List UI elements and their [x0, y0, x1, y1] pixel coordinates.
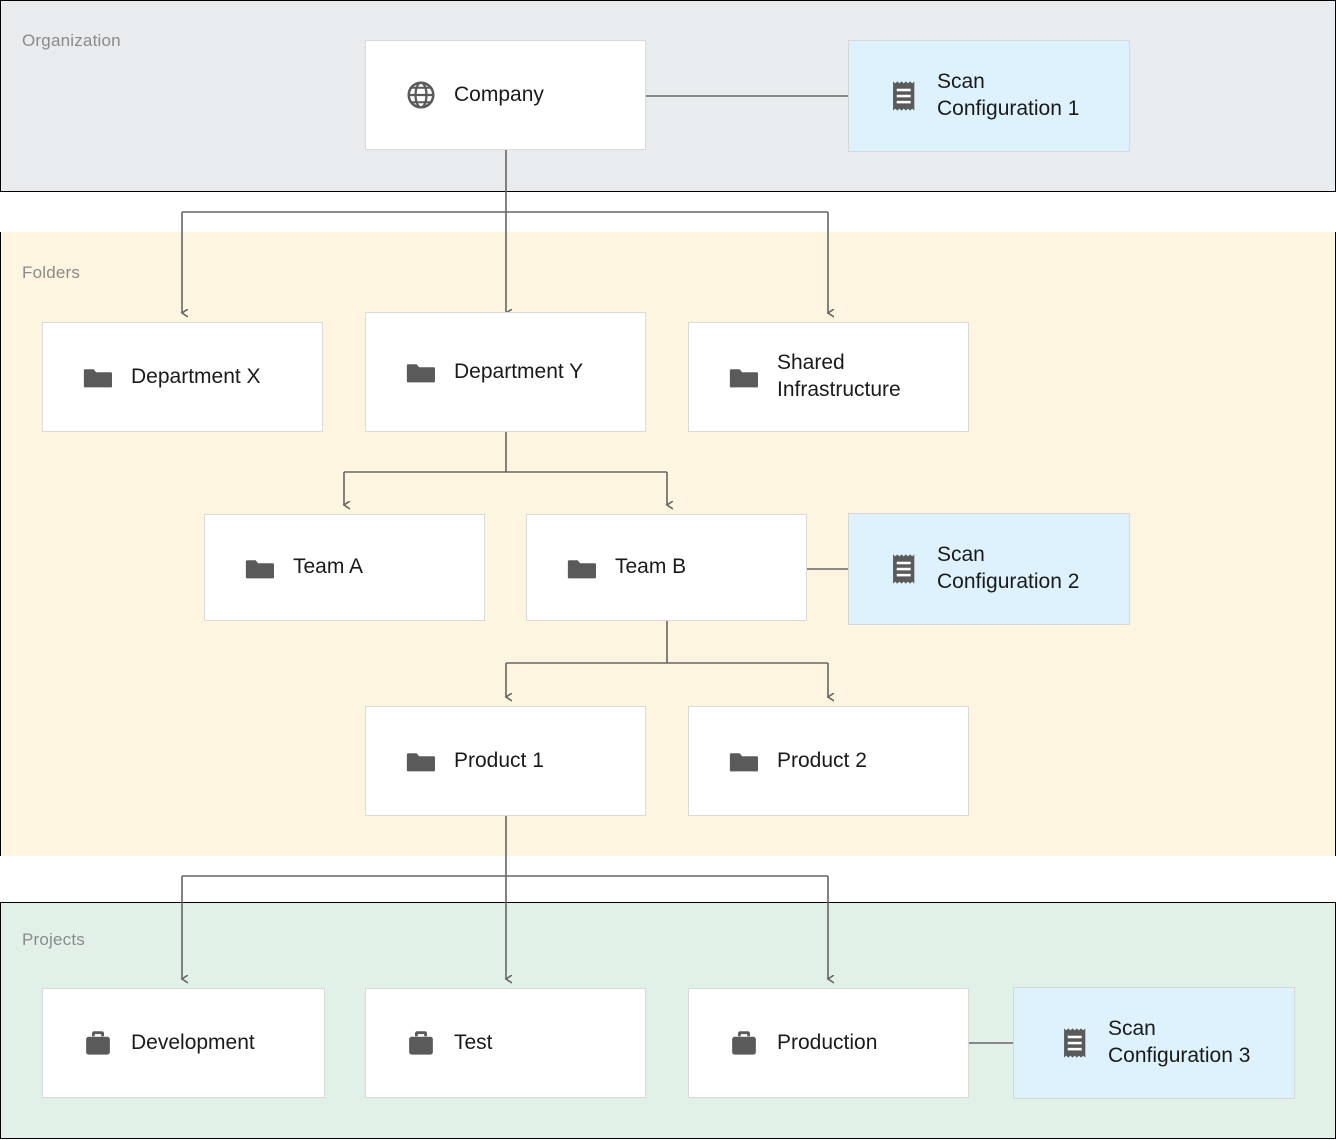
section-label-organization: Organization — [22, 31, 121, 50]
node-scan-configuration-3[interactable]: Scan Configuration 3 — [1013, 987, 1295, 1099]
node-label: Product 1 — [454, 748, 544, 772]
folder-icon — [404, 355, 438, 389]
receipt-icon — [887, 79, 921, 113]
node-label: Production — [777, 1030, 878, 1054]
node-label: Scan Configuration 3 — [1108, 1017, 1251, 1067]
section-label-folders: Folders — [22, 263, 81, 282]
node-test[interactable]: Test — [365, 988, 646, 1098]
globe-icon — [404, 78, 438, 112]
folder-icon — [404, 744, 438, 778]
node-production[interactable]: Production — [688, 988, 969, 1098]
folder-icon — [727, 744, 761, 778]
node-development[interactable]: Development — [42, 988, 325, 1098]
node-label: Team A — [293, 555, 364, 579]
receipt-icon — [1058, 1026, 1092, 1060]
node-label: Test — [454, 1030, 493, 1054]
node-scan-configuration-2[interactable]: Scan Configuration 2 — [848, 513, 1130, 625]
section-organization — [0, 0, 1336, 192]
folder-icon — [565, 551, 599, 585]
node-department-x[interactable]: Department X — [42, 322, 323, 432]
node-product-2[interactable]: Product 2 — [688, 706, 969, 816]
briefcase-icon — [404, 1026, 438, 1060]
node-label: Department X — [131, 364, 261, 388]
section-label-projects: Projects — [22, 930, 86, 949]
node-department-y[interactable]: Department Y — [365, 312, 646, 432]
node-label: Product 2 — [777, 748, 867, 772]
node-shared-infrastructure[interactable]: Shared Infrastructure — [688, 322, 969, 432]
node-label: Scan Configuration 1 — [937, 70, 1080, 120]
node-label: Development — [131, 1030, 255, 1054]
folder-icon — [81, 360, 115, 394]
node-product-1[interactable]: Product 1 — [365, 706, 646, 816]
receipt-icon — [887, 552, 921, 586]
briefcase-icon — [727, 1026, 761, 1060]
node-company[interactable]: Company — [365, 40, 646, 150]
node-label: Team B — [615, 555, 687, 579]
node-label: Department Y — [454, 359, 584, 383]
briefcase-icon — [81, 1026, 115, 1060]
folder-icon — [243, 551, 277, 585]
node-team-b[interactable]: Team B — [526, 514, 807, 621]
node-label: Company — [454, 82, 544, 106]
node-label: Shared Infrastructure — [777, 351, 901, 401]
node-label: Scan Configuration 2 — [937, 543, 1080, 593]
folder-icon — [727, 360, 761, 394]
node-scan-configuration-1[interactable]: Scan Configuration 1 — [848, 40, 1130, 152]
node-team-a[interactable]: Team A — [204, 514, 485, 621]
